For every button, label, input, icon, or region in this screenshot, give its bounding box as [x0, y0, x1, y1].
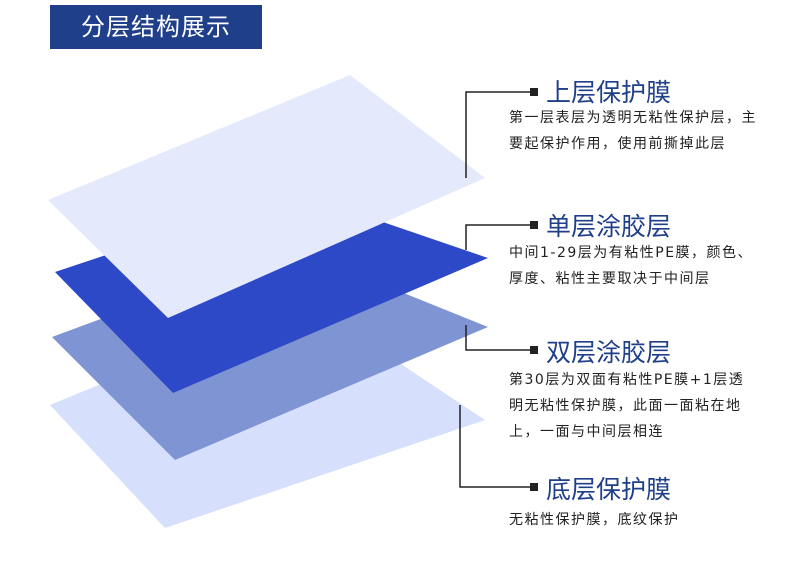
- layer-description: 第一层表层为透明无粘性保护层，主要起保护作用，使用前撕掉此层: [509, 110, 757, 152]
- layer-description: 中间1-29层为有粘性PE膜，颜色、厚度、粘性主要取决于中间层: [509, 245, 754, 287]
- layer-description: 第30层为双面有粘性PE膜+1层透明无粘性保护膜，此面一面粘在地上，一面与中间层…: [509, 372, 745, 440]
- top-protective-film-sheet: [48, 75, 485, 318]
- leader-marker-single: [530, 221, 538, 229]
- layer-heading: 底层保护膜: [546, 475, 672, 504]
- layer-description: 无粘性保护膜，底纹保护: [509, 512, 680, 528]
- layer-heading: 双层涂胶层: [546, 338, 672, 367]
- leader-line-double: [465, 325, 530, 351]
- layer-heading: 上层保护膜: [546, 78, 672, 107]
- page-title: 分层结构展示: [50, 5, 262, 49]
- leader-marker-double: [530, 346, 538, 354]
- leader-marker-bottom: [530, 483, 538, 491]
- leader-line-bottom: [459, 405, 530, 488]
- leader-marker-top: [530, 88, 538, 96]
- leader-line-single: [465, 224, 530, 250]
- layer-heading: 单层涂胶层: [546, 212, 672, 241]
- leader-line-top: [465, 91, 530, 178]
